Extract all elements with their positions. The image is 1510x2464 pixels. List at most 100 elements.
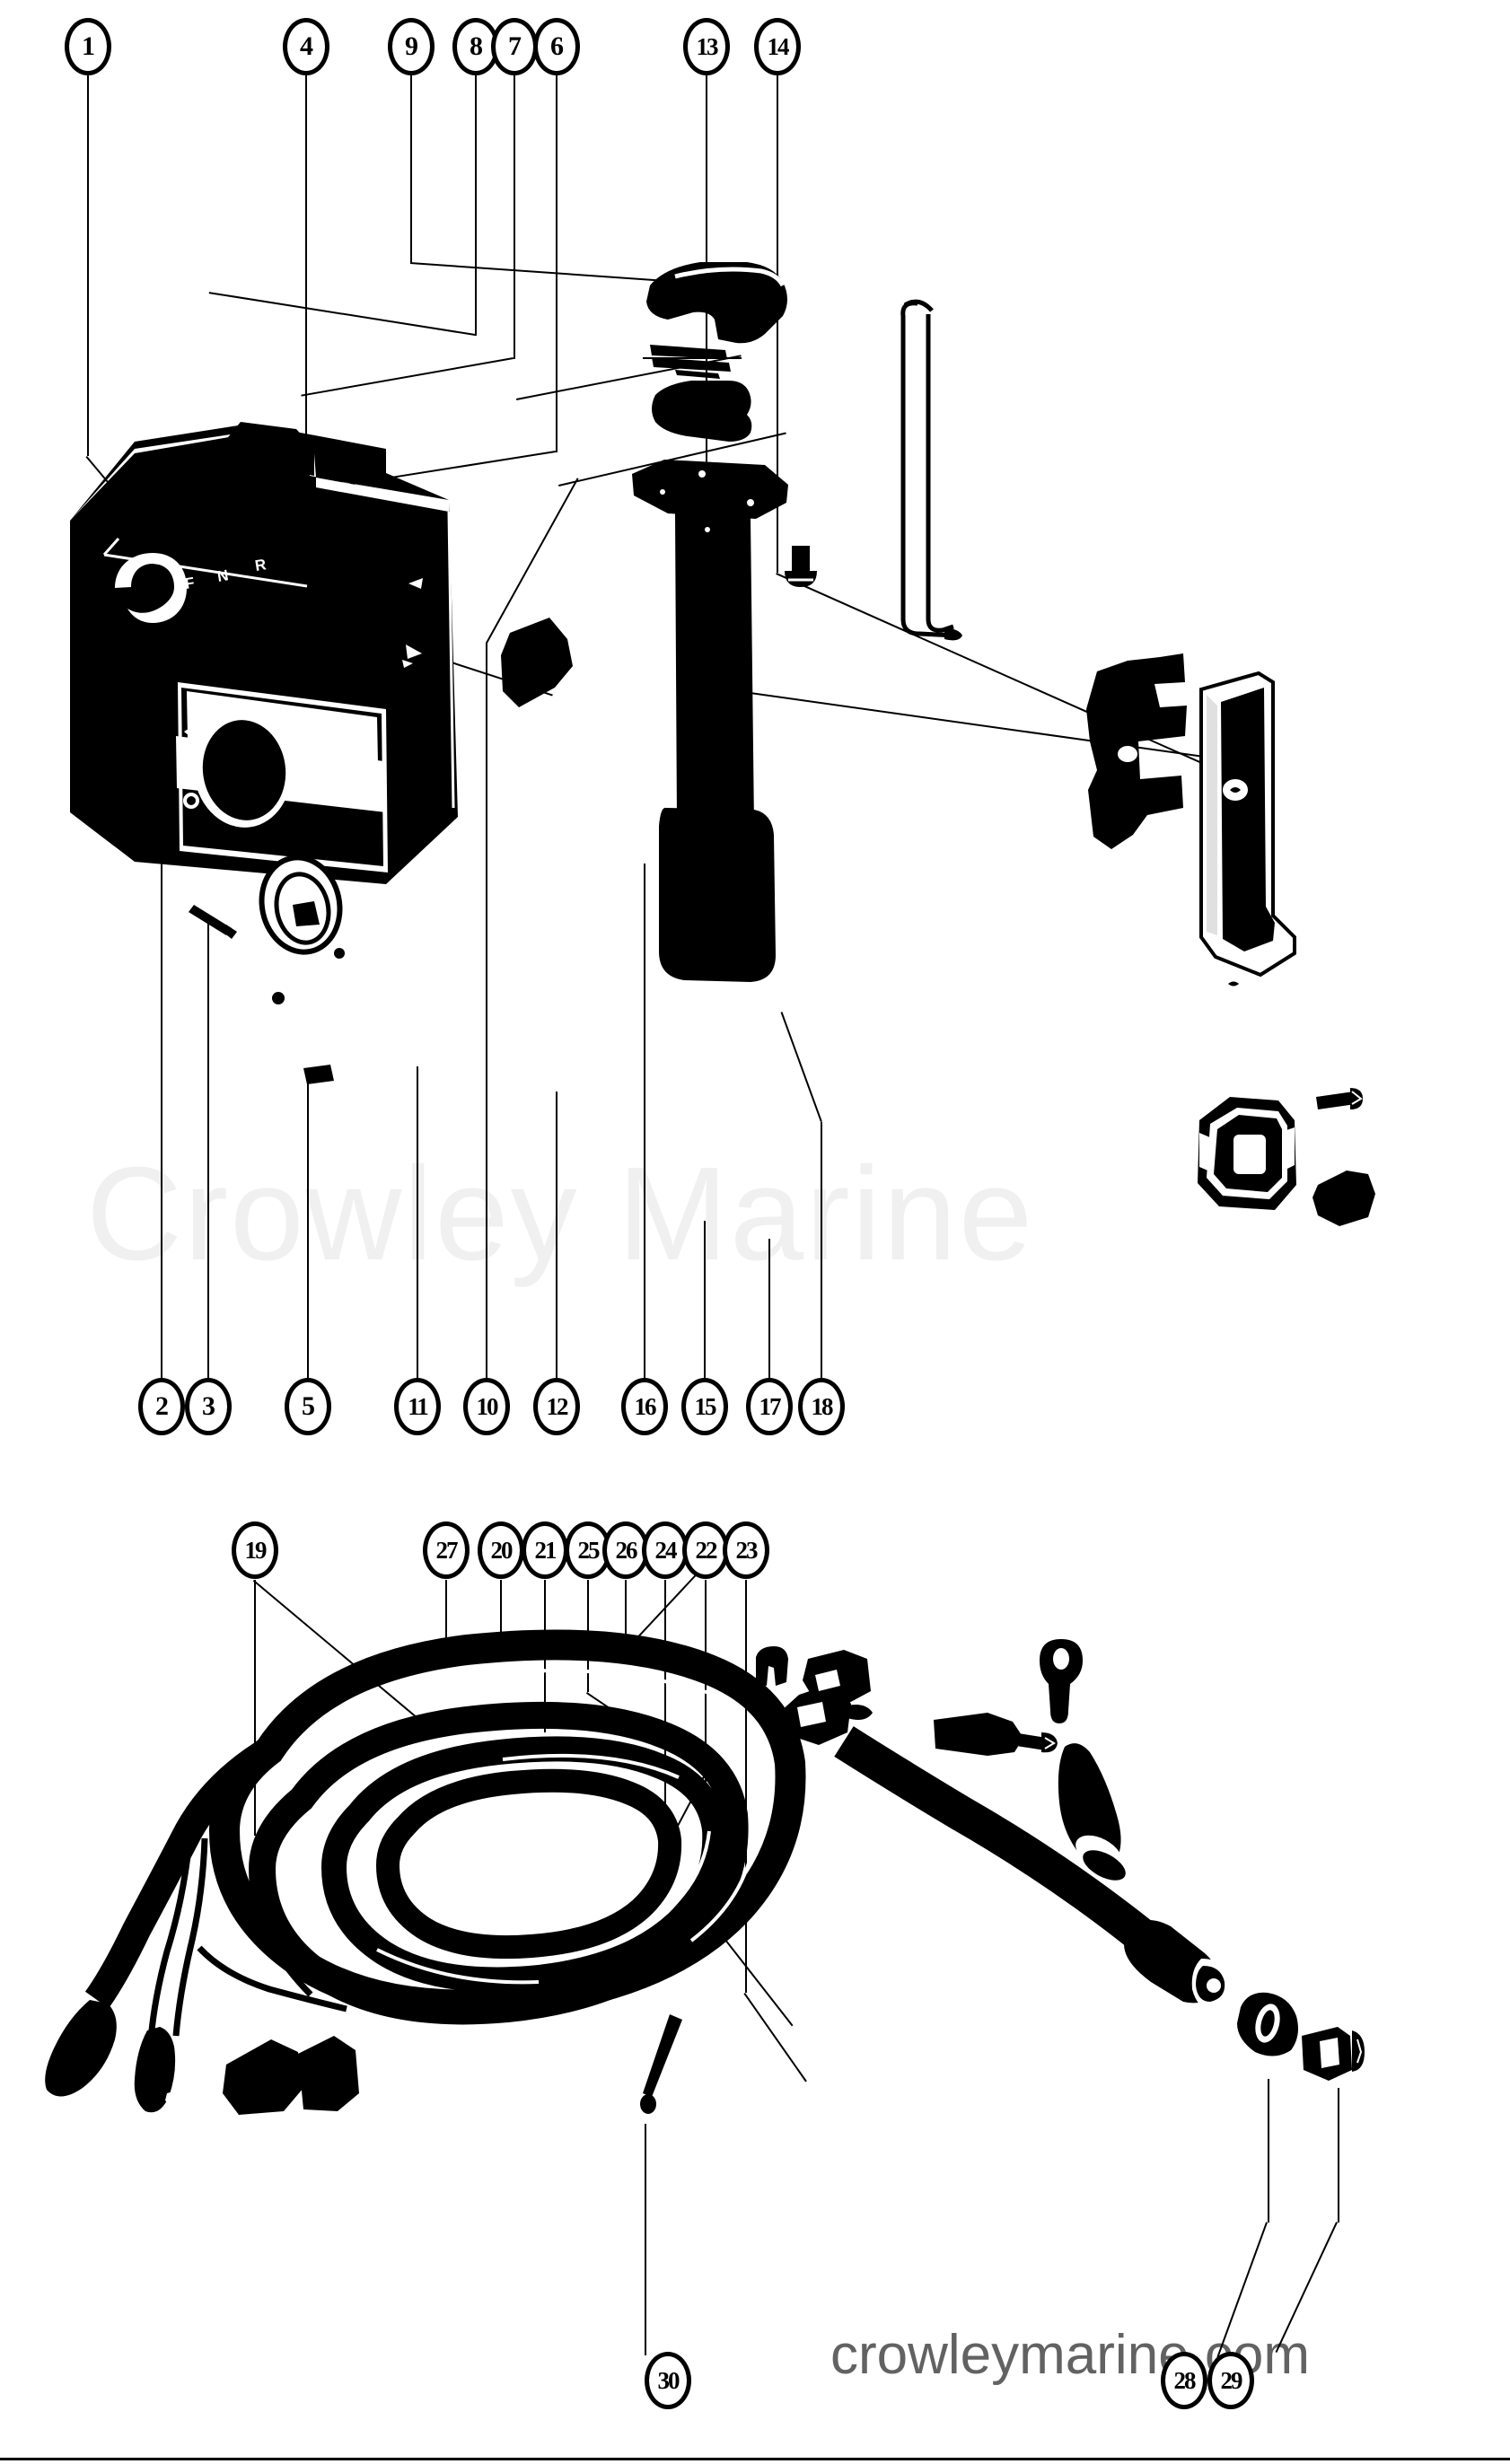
callout-bubble-13[interactable]: 13 — [683, 18, 730, 75]
leader-line-15 — [704, 1221, 706, 1378]
part-5-bezel-ring — [259, 855, 345, 1084]
leader-line-28 — [1268, 2079, 1269, 2223]
leader-line-22b — [703, 1912, 794, 2027]
leader-line-21 — [544, 1580, 546, 1732]
leader-line-20 — [500, 1580, 502, 1657]
part-17-rubber-cap — [1312, 1171, 1375, 1226]
part-3-screw — [189, 905, 237, 939]
shift-label-r: R — [254, 556, 268, 574]
callout-bubble-15[interactable]: 15 — [681, 1378, 728, 1435]
leader-line-16 — [644, 864, 645, 1378]
leader-line-25b — [585, 1692, 652, 1737]
leader-line-19 — [254, 1580, 256, 1836]
leader-line-7 — [514, 75, 515, 359]
leader-line-11 — [417, 1066, 418, 1378]
part-28-collar-nut — [1237, 1992, 1298, 2056]
callout-bubble-19[interactable]: 19 — [232, 1521, 278, 1579]
part-24-and-22-cable-plug — [834, 1726, 1233, 2010]
leader-line-6 — [556, 75, 557, 452]
leader-line-10 — [486, 643, 487, 1378]
leader-line-9 — [410, 75, 412, 262]
leader-line-1b — [85, 456, 157, 540]
callout-bubble-20[interactable]: 20 — [478, 1521, 524, 1579]
leader-line-18b — [780, 1012, 822, 1122]
callout-bubble-9[interactable]: 9 — [388, 18, 435, 75]
leader-line-7c — [516, 355, 742, 400]
callout-bubble-26[interactable]: 26 — [602, 1521, 649, 1579]
leader-line-1 — [87, 75, 89, 456]
leader-line-24 — [664, 1580, 666, 1849]
leader-line-6b — [342, 451, 556, 487]
callout-bubble-2[interactable]: 2 — [138, 1378, 185, 1435]
leader-line-6c — [558, 432, 786, 487]
leader-line-2b — [161, 644, 206, 773]
part-19-wiring-harness — [45, 1629, 806, 2115]
leader-line-3 — [207, 917, 209, 1378]
part-1-control-box: F N R — [70, 422, 458, 884]
callout-bubble-23[interactable]: 23 — [723, 1521, 769, 1579]
callout-bubble-4[interactable]: 4 — [283, 18, 329, 75]
callout-bubble-21[interactable]: 21 — [522, 1521, 568, 1579]
callout-bubble-12[interactable]: 12 — [533, 1378, 580, 1435]
leader-line-7b — [301, 357, 514, 397]
part-10-set-screw — [785, 546, 817, 587]
shift-label-f: F — [184, 574, 196, 592]
callout-bubble-28[interactable]: 28 — [1161, 2352, 1207, 2409]
leader-line-18 — [821, 1122, 822, 1378]
leader-line-24b — [664, 1754, 717, 1850]
part-4-knob-plug — [501, 618, 573, 707]
callout-bubble-7[interactable]: 7 — [491, 18, 538, 75]
leader-line-30 — [645, 2124, 646, 2355]
part-25-connector-pin — [934, 1713, 1058, 1756]
leader-line-25 — [587, 1580, 589, 1692]
part-12-shift-rod — [900, 299, 962, 641]
leader-line-13 — [706, 75, 707, 686]
part-13-and-15-lever-arm — [1198, 671, 1296, 1210]
part-8-decal — [650, 345, 731, 379]
leader-line-14 — [777, 75, 778, 573]
leader-line-4 — [305, 75, 307, 614]
bottom-divider — [0, 2458, 1510, 2460]
leader-line-27 — [445, 1580, 447, 1652]
callout-bubble-3[interactable]: 3 — [185, 1378, 232, 1435]
part-30-tie-strap — [640, 2014, 682, 2114]
callout-bubble-22[interactable]: 22 — [682, 1521, 729, 1579]
part-6-and-11-control-handle — [632, 460, 788, 982]
callout-bubble-5[interactable]: 5 — [285, 1378, 331, 1435]
leader-line-4b — [304, 614, 553, 697]
leader-line-13b — [705, 686, 1204, 758]
callout-bubble-30[interactable]: 30 — [645, 2352, 691, 2409]
part-20-and-21-terminal-block — [779, 1650, 873, 1745]
leader-line-10b — [486, 478, 579, 644]
callout-bubble-11[interactable]: 11 — [394, 1378, 441, 1435]
callout-bubble-29[interactable]: 29 — [1207, 2352, 1254, 2409]
leader-line-12 — [556, 1092, 557, 1378]
callout-bubble-10[interactable]: 10 — [463, 1378, 510, 1435]
part-27-clip — [756, 1646, 788, 1686]
leader-line-2 — [161, 772, 162, 1378]
part-26-grommet — [1040, 1639, 1083, 1723]
watermark-crowley-marine: Crowley Marine — [86, 1140, 1035, 1288]
leader-line-14b — [776, 573, 1236, 779]
leader-line-17 — [768, 1239, 770, 1378]
part-18-screw — [1316, 1088, 1363, 1109]
callout-bubble-27[interactable]: 27 — [423, 1521, 470, 1579]
part-7-lower-grip — [652, 381, 752, 442]
leader-line-9b — [409, 262, 671, 283]
part-9-handle-grip — [646, 262, 787, 344]
leader-line-19b — [252, 1580, 419, 1720]
callout-bubble-14[interactable]: 14 — [754, 18, 801, 75]
callout-bubble-1[interactable]: 1 — [65, 18, 111, 75]
callout-bubble-6[interactable]: 6 — [533, 18, 580, 75]
leader-line-23 — [745, 1580, 747, 1993]
leader-line-5 — [307, 1074, 309, 1378]
leader-line-8 — [475, 75, 477, 336]
part-29-washer-cap — [1302, 2027, 1365, 2081]
callout-bubble-16[interactable]: 16 — [621, 1378, 668, 1435]
shift-label-n: N — [216, 566, 230, 585]
leader-line-22 — [705, 1580, 707, 1912]
callout-bubble-17[interactable]: 17 — [746, 1378, 793, 1435]
callout-bubble-18[interactable]: 18 — [798, 1378, 845, 1435]
leader-line-8b — [208, 292, 476, 336]
